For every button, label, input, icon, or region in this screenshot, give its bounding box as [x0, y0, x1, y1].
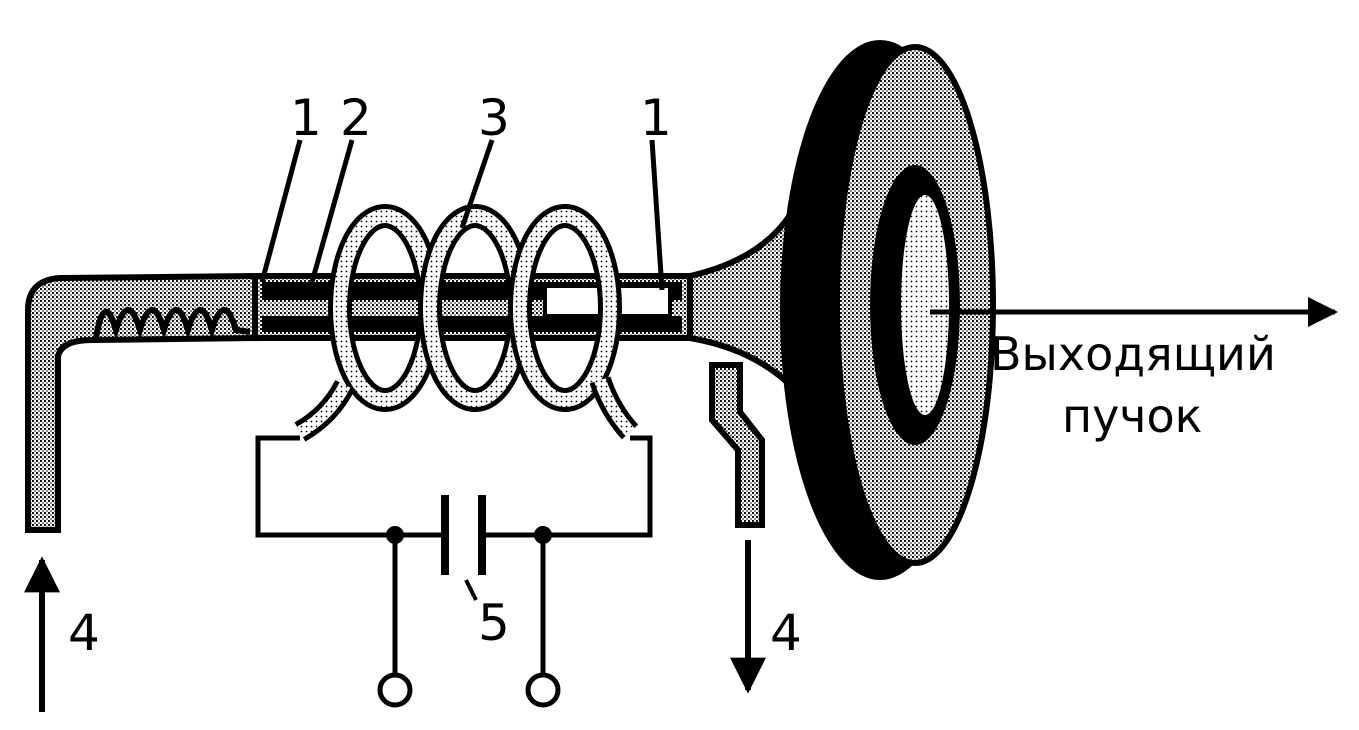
coil-turns — [294, 204, 639, 442]
terminal-left — [377, 672, 413, 708]
leader-lines — [259, 139, 665, 291]
output-disk — [780, 40, 996, 580]
label-3: 3 — [478, 89, 510, 147]
inlet-tube — [25, 272, 263, 533]
label-5: 5 — [478, 594, 510, 652]
output-beam-label-line2: пучок — [1062, 389, 1202, 443]
label-1-right: 1 — [640, 89, 672, 147]
main-tube — [252, 273, 698, 341]
outlet-tube — [709, 362, 765, 528]
terminal-right — [525, 672, 561, 708]
capacitor-circuit — [255, 435, 653, 708]
label-2: 2 — [340, 89, 372, 147]
label-1-left: 1 — [290, 89, 322, 147]
label-4-out: 4 — [770, 604, 802, 662]
output-beam-label-line1: Выходящий — [990, 327, 1276, 381]
label-4-in: 4 — [68, 604, 100, 662]
